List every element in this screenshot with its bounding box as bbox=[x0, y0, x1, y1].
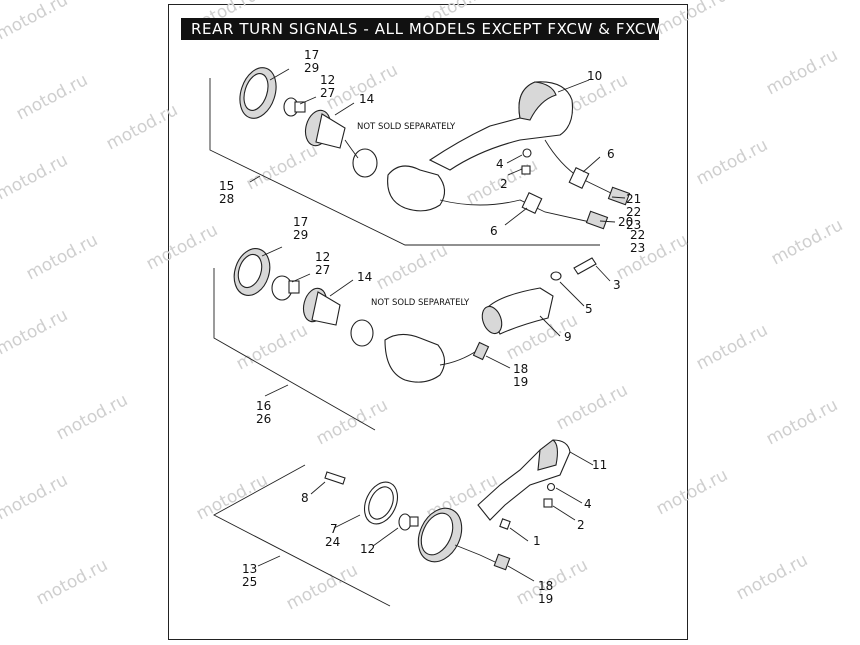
callout-16: 16 bbox=[256, 399, 271, 413]
callout-14: 14 bbox=[357, 270, 372, 284]
callout-6: 6 bbox=[490, 224, 498, 238]
watermark: motod.ru bbox=[763, 395, 841, 449]
watermark: motod.ru bbox=[193, 470, 271, 524]
callout-14: 14 bbox=[359, 92, 374, 106]
watermark: motod.ru bbox=[733, 550, 811, 604]
callout-25: 25 bbox=[242, 575, 257, 589]
callout-22: 22 bbox=[626, 205, 641, 219]
callout-1: 1 bbox=[533, 534, 541, 548]
callout-2: 2 bbox=[500, 177, 508, 191]
callouts-bottom: 11 8 4 2 7 24 12 1 13 25 18 19 bbox=[242, 458, 607, 606]
callout-4: 4 bbox=[584, 497, 592, 511]
watermark: motod.ru bbox=[763, 45, 841, 99]
watermark: motod.ru bbox=[23, 230, 101, 284]
watermark: motod.ru bbox=[0, 470, 71, 524]
assembly-bottom bbox=[213, 439, 594, 607]
not-sold-separately-note: NOT SOLD SEPARATELY bbox=[371, 298, 470, 308]
watermark: motod.ru bbox=[768, 215, 846, 269]
callouts-middle: 17 29 12 27 14 3 5 9 18 19 16 26 bbox=[256, 215, 621, 426]
watermark: motod.ru bbox=[0, 0, 71, 44]
watermark: motod.ru bbox=[613, 230, 691, 284]
watermark: motod.ru bbox=[693, 320, 771, 374]
callout-15: 15 bbox=[219, 179, 234, 193]
callout-19: 19 bbox=[538, 592, 553, 606]
watermark: motod.ru bbox=[103, 100, 181, 154]
callout-22: 22 bbox=[630, 228, 645, 242]
watermark: motod.ru bbox=[283, 560, 361, 614]
callout-18: 18 bbox=[538, 579, 553, 593]
watermark: motod.ru bbox=[0, 305, 71, 359]
callout-19: 19 bbox=[513, 375, 528, 389]
assembly-middle bbox=[213, 246, 611, 431]
callout-13: 13 bbox=[242, 562, 257, 576]
callout-23: 23 bbox=[626, 218, 641, 232]
watermark: motod.ru bbox=[553, 380, 631, 434]
callout-9: 9 bbox=[564, 330, 572, 344]
watermark: motod.ru bbox=[653, 465, 731, 519]
callout-10: 10 bbox=[587, 69, 602, 83]
callout-6: 6 bbox=[607, 147, 615, 161]
watermark: motod.ru bbox=[653, 0, 731, 39]
callout-23: 23 bbox=[630, 241, 645, 255]
callout-11: 11 bbox=[592, 458, 607, 472]
callout-18: 18 bbox=[513, 362, 528, 376]
callout-2: 2 bbox=[577, 518, 585, 532]
callout-12: 12 bbox=[360, 542, 375, 556]
callout-4: 4 bbox=[496, 157, 504, 171]
callout-21: 21 bbox=[626, 192, 641, 206]
callout-3: 3 bbox=[613, 278, 621, 292]
watermark: motod.ru bbox=[33, 555, 111, 609]
watermark: motod.ru bbox=[13, 70, 91, 124]
callout-27: 27 bbox=[320, 86, 335, 100]
callout-29: 29 bbox=[304, 61, 319, 75]
callout-12: 12 bbox=[315, 250, 330, 264]
callout-20: 20 bbox=[618, 215, 633, 229]
callout-28: 28 bbox=[219, 192, 234, 206]
not-sold-separately-note: NOT SOLD SEPARATELY bbox=[357, 122, 456, 132]
callout-8: 8 bbox=[301, 491, 309, 505]
callout-29: 29 bbox=[293, 228, 308, 242]
callout-27: 27 bbox=[315, 263, 330, 277]
callout-5: 5 bbox=[585, 302, 593, 316]
diagram-title: REAR TURN SIGNALS - ALL MODELS EXCEPT FX… bbox=[181, 18, 659, 40]
watermark: motod.ru bbox=[693, 135, 771, 189]
watermark: motod.ru bbox=[243, 140, 321, 194]
callout-26: 26 bbox=[256, 412, 271, 426]
watermark: motod.ru bbox=[373, 240, 451, 294]
watermark: motod.ru bbox=[313, 395, 391, 449]
callout-17: 17 bbox=[304, 48, 319, 62]
watermark: motod.ru bbox=[143, 220, 221, 274]
callout-17: 17 bbox=[293, 215, 308, 229]
callout-24: 24 bbox=[325, 535, 340, 549]
callout-12: 12 bbox=[320, 73, 335, 87]
watermark: motod.ru bbox=[0, 150, 71, 204]
assembly-top bbox=[209, 67, 631, 246]
callouts-top: 17 29 12 27 14 10 6 4 2 15 28 21 22 23 6… bbox=[219, 48, 645, 255]
watermark: motod.ru bbox=[53, 390, 131, 444]
callout-7: 7 bbox=[330, 522, 338, 536]
watermark: motod.ru bbox=[233, 320, 311, 374]
